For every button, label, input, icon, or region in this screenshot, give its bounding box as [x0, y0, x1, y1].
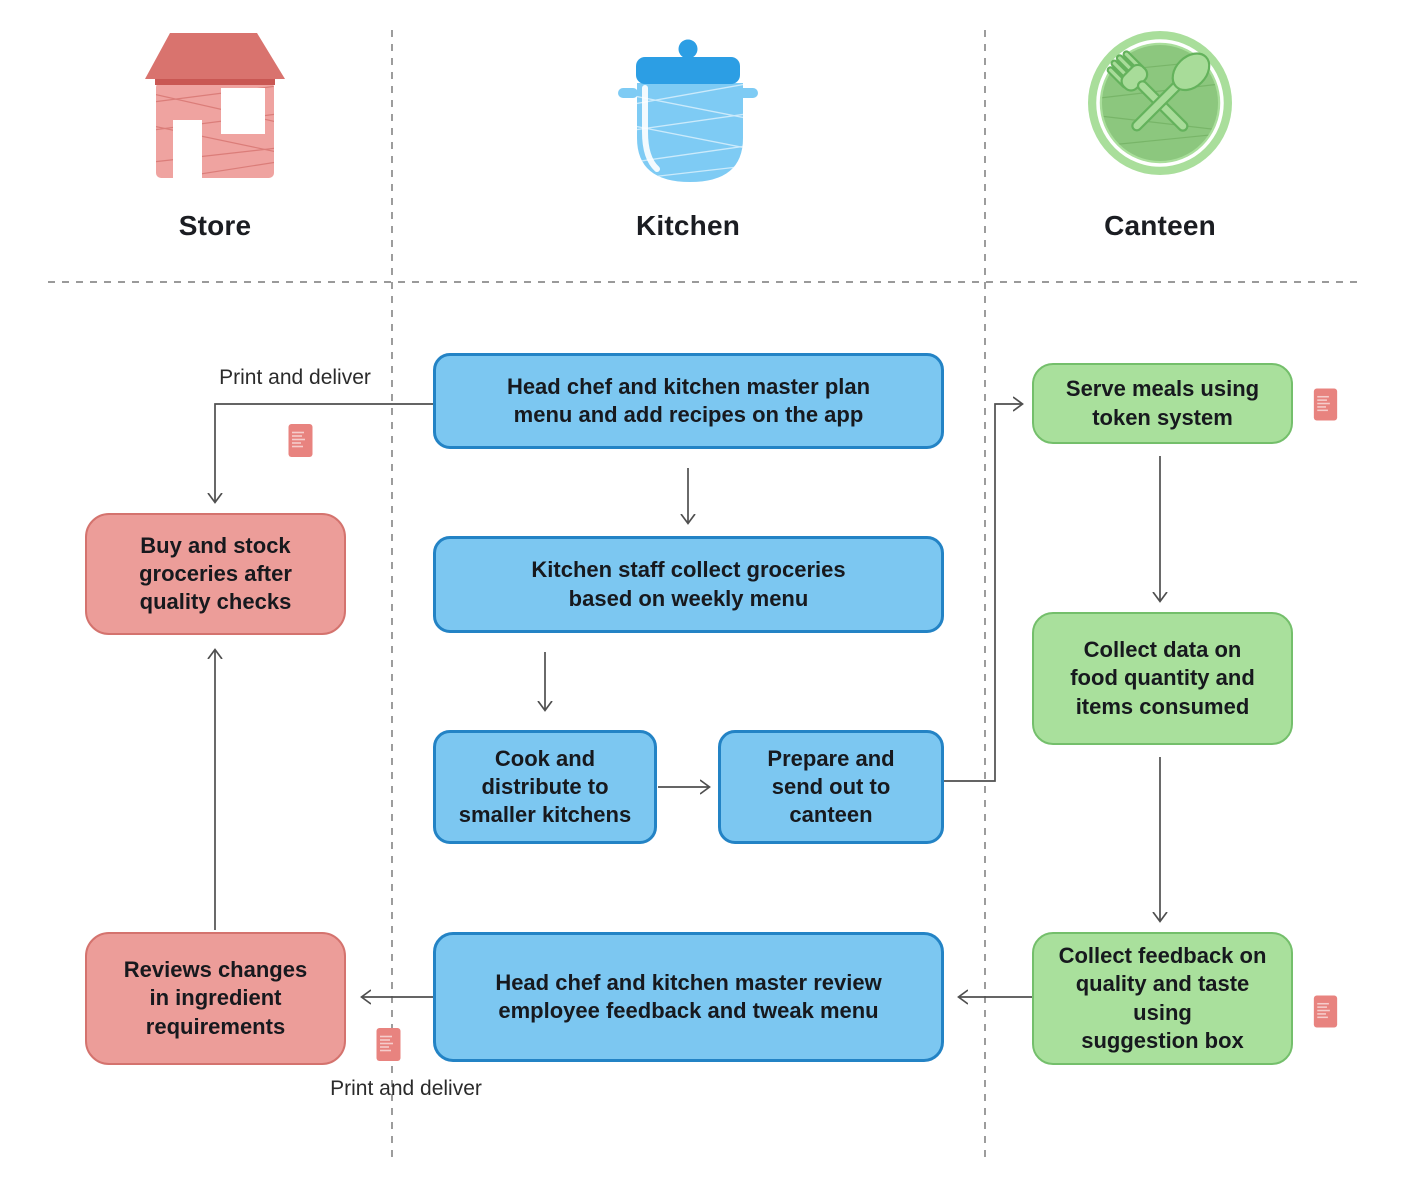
node-plan-menu: Head chef and kitchen master plan menu a… — [433, 353, 944, 449]
node-review-feedback: Head chef and kitchen master review empl… — [433, 932, 944, 1062]
spoon-shape — [1131, 52, 1211, 132]
cooking-pot-icon — [618, 39, 758, 182]
lane-label-canteen: Canteen — [1104, 210, 1216, 241]
node-collect-data: Collect data on food quantity and items … — [1032, 612, 1293, 745]
document-icon — [1313, 995, 1338, 1028]
node-buy-stock: Buy and stock groceries after quality ch… — [85, 513, 346, 635]
print-deliver-label-bottom: Print and deliver — [330, 1077, 482, 1100]
document-icon — [1313, 388, 1338, 421]
node-collect-feedback: Collect feedback on quality and taste us… — [1032, 932, 1293, 1065]
plate-cutlery-icon — [1088, 31, 1232, 175]
house-icon — [145, 33, 285, 178]
document-icon — [288, 424, 313, 457]
node-serve-meals: Serve meals using token system — [1032, 363, 1293, 444]
node-collect-groceries: Kitchen staff collect groceries based on… — [433, 536, 944, 633]
node-reviews-changes: Reviews changes in ingredient requiremen… — [85, 932, 346, 1065]
print-deliver-label-top: Print and deliver — [219, 366, 371, 389]
lane-label-store: Store — [178, 210, 252, 241]
node-cook-distribute: Cook and distribute to smaller kitchens — [433, 730, 657, 844]
lane-label-kitchen: Kitchen — [635, 210, 741, 241]
node-prepare-send: Prepare and send out to canteen — [718, 730, 944, 844]
document-icon — [376, 1028, 401, 1061]
